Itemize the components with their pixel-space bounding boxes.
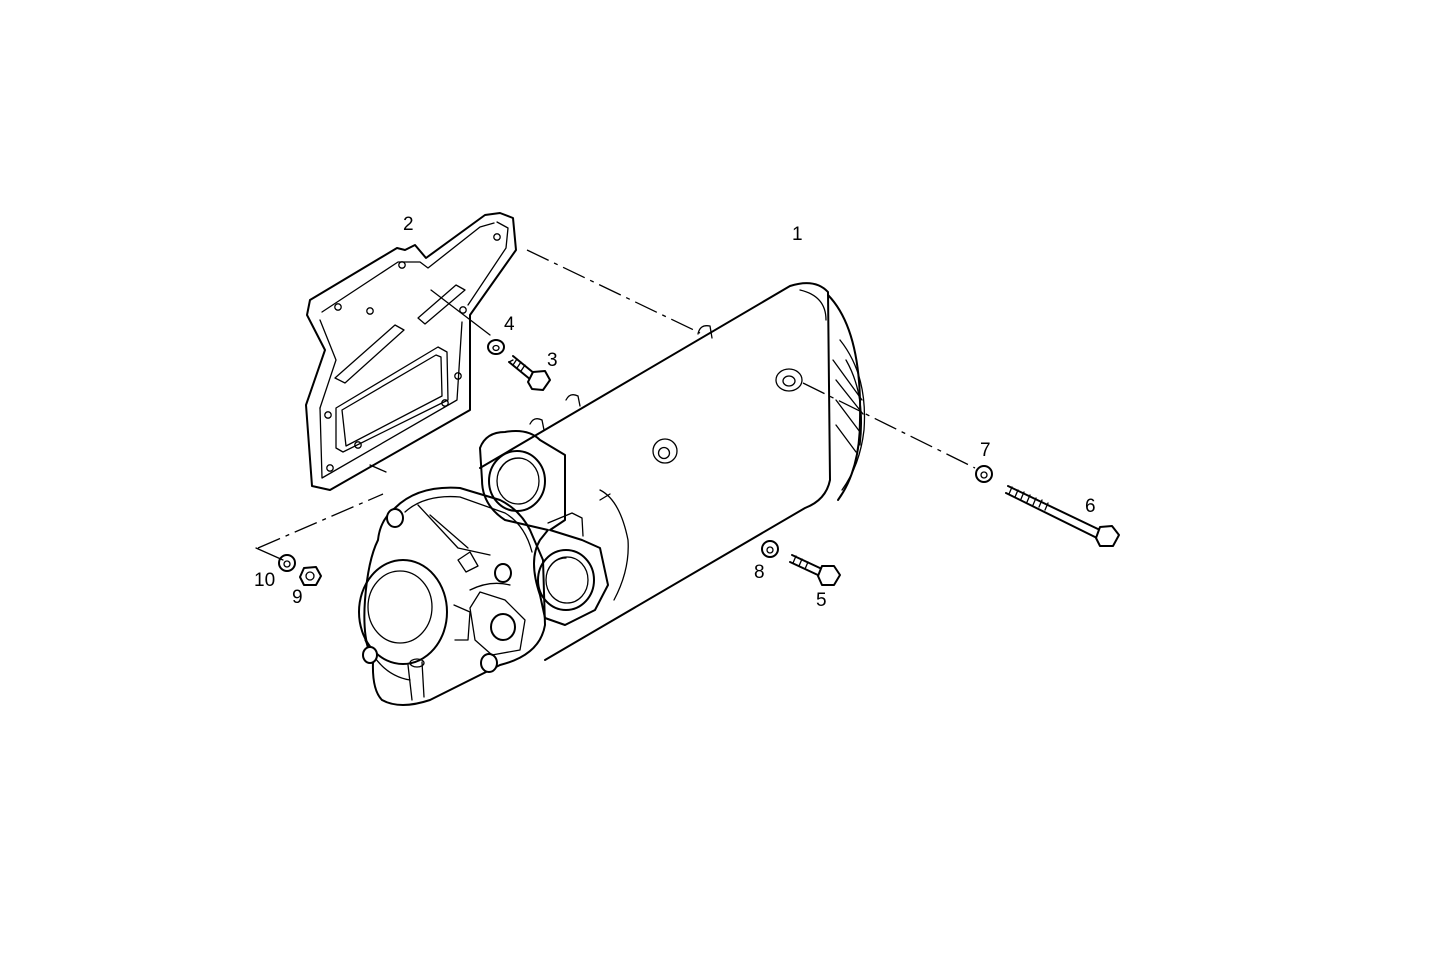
bolt-part-5 (789, 554, 841, 586)
callout-7: 7 (980, 440, 991, 461)
assembly-lines (255, 249, 976, 561)
cooler-housing-part-1 (358, 282, 866, 706)
callout-5: 5 (816, 590, 827, 611)
washer-part-10 (278, 554, 296, 572)
washer-part-4 (487, 339, 505, 355)
callout-labels: 1 2 3 4 5 6 7 8 9 10 (254, 214, 1096, 611)
callout-2: 2 (403, 214, 414, 235)
bolt-part-6 (1005, 485, 1120, 547)
callout-1: 1 (792, 224, 803, 245)
callout-3: 3 (547, 350, 558, 371)
bolt-part-3 (508, 355, 551, 391)
nut-part-9 (299, 566, 322, 586)
washer-part-7 (975, 465, 993, 483)
washer-part-8 (761, 540, 779, 558)
callout-6: 6 (1085, 496, 1096, 517)
callout-9: 9 (292, 587, 303, 608)
callout-4: 4 (504, 314, 515, 335)
callout-10: 10 (254, 570, 275, 591)
gasket-plate-part-2 (305, 212, 517, 491)
callout-8: 8 (754, 562, 765, 583)
